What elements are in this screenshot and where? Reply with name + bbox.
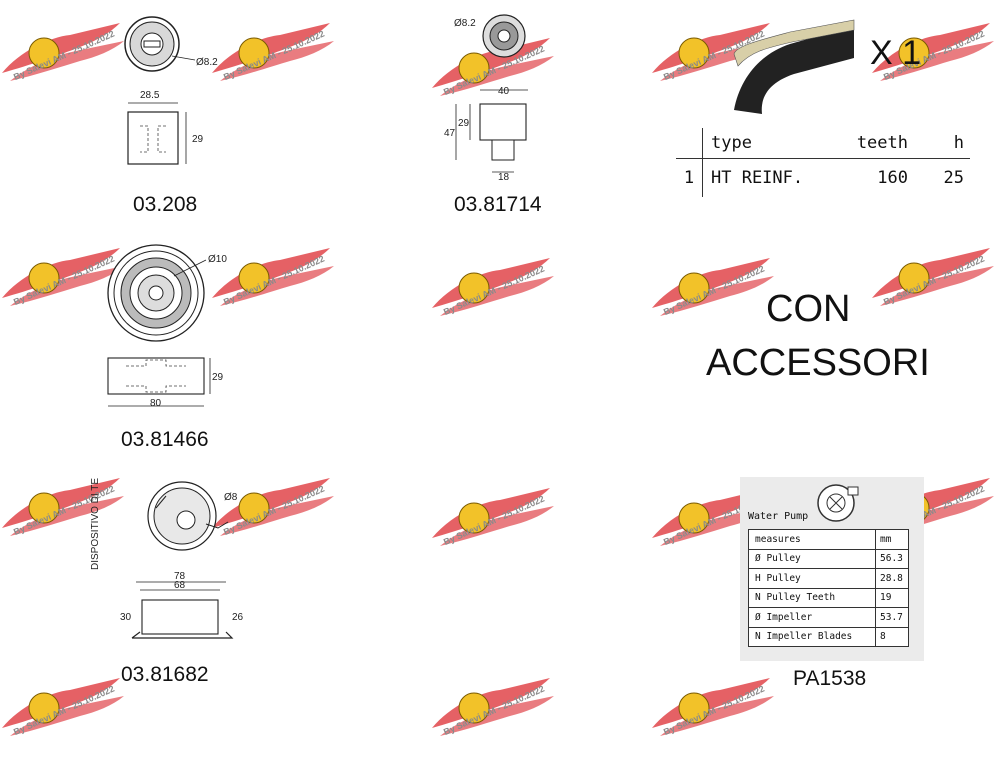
part-03816-hright-label: 26 — [232, 612, 244, 623]
part-03817-hsmall-label: 29 — [458, 118, 470, 129]
part-03208-diameter-label: Ø8.2 — [196, 57, 218, 68]
belt-col-teeth: teeth — [828, 128, 914, 159]
wp-row-label: H Pulley — [748, 568, 876, 589]
belt-row-idx: 1 — [676, 158, 703, 197]
belt-quantity: X 1 — [870, 34, 922, 72]
wp-row-value: 28.8 — [875, 568, 909, 589]
wp-row-label: Ø Pulley — [748, 548, 876, 569]
part-code-03816: 03.81682 — [121, 663, 209, 686]
part-03814-height-label: 29 — [212, 372, 224, 383]
part-03814-drawing: Ø10 29 80 — [107, 244, 227, 409]
wp-header-unit: mm — [875, 529, 909, 550]
accessories-note: CON ACCESSORI — [706, 282, 946, 390]
watermark-text: By Salevi AM - 25.10.2022 — [662, 683, 766, 738]
water-pump-title: Water Pump — [748, 511, 809, 522]
part-03817-side-view — [479, 103, 527, 141]
part-03816-diameter-label: Ø8 — [224, 492, 238, 503]
watermark-logo: By Salevi AM - 25.10.2022 — [650, 670, 800, 780]
wp-row-value: 8 — [875, 626, 909, 647]
winged-badge-icon — [432, 678, 554, 736]
wp-header-label: measures — [748, 529, 876, 550]
belt-col-idx — [676, 128, 703, 159]
part-03208-drawing: Ø8.2 28.5 29 — [124, 16, 218, 165]
table-row: measures mm — [748, 529, 909, 550]
winged-badge-icon — [2, 678, 124, 736]
part-03208-height-label: 29 — [192, 134, 204, 145]
part-03817-base-label: 18 — [498, 172, 510, 183]
table-row: 1 HT REINF. 160 25 — [676, 158, 970, 197]
watermark-text: By Salevi AM - 25.10.2022 — [442, 263, 546, 318]
water-pump-table: measures mm Ø Pulley 56.3 H Pulley 28.8 … — [748, 529, 909, 647]
watermark-text: By Salevi AM - 25.10.2022 — [442, 493, 546, 548]
part-03814-width-label: 80 — [150, 398, 162, 409]
belt-row-type: HT REINF. — [711, 168, 804, 188]
part-03816-side-view — [141, 599, 219, 635]
table-row: H Pulley 28.8 — [748, 568, 909, 589]
part-03816-wouter-label: 78 — [174, 571, 186, 582]
part-03817-width-label: 40 — [498, 86, 510, 97]
accessories-line1: CON — [766, 288, 851, 330]
part-03817-htotal-label: 47 — [444, 128, 456, 139]
wp-row-label: Ø Impeller — [748, 607, 876, 628]
table-row: Ø Pulley 56.3 — [748, 548, 909, 569]
wp-row-label: N Pulley Teeth — [748, 587, 876, 608]
water-pump-icon — [817, 484, 859, 522]
watermark-logo: By Salevi AM - 25.10.2022 — [430, 670, 580, 780]
part-03816-hleft-label: 30 — [120, 612, 132, 623]
part-03814-diameter-label: Ø10 — [208, 254, 227, 265]
accessories-line2: ACCESSORI — [706, 342, 930, 384]
winged-badge-icon — [432, 488, 554, 546]
part-code-pa1538: PA1538 — [793, 667, 867, 690]
table-row: N Pulley Teeth 19 — [748, 587, 909, 608]
part-03817-drawing: Ø8.2 40 29 47 18 — [444, 14, 528, 183]
table-row: Ø Impeller 53.7 — [748, 607, 909, 628]
belt-row-h: 25 — [943, 168, 964, 188]
part-03814-side-view — [107, 357, 205, 395]
wp-row-label: N Impeller Blades — [748, 626, 876, 647]
part-03816-winner-label: 68 — [174, 580, 186, 591]
part-03816-drawing: DISPOSITIVO DI TENSIONAMENTO AUTOMATICO … — [90, 478, 244, 639]
part-03208-side-view — [127, 111, 179, 165]
wp-row-value: 56.3 — [875, 548, 909, 569]
watermark-text: By Salevi AM - 25.10.2022 — [442, 683, 546, 738]
part-03816-note-label: DISPOSITIVO DI TENSIONAMENTO AUTOMATICO — [90, 478, 101, 570]
part-code-03814: 03.81466 — [121, 428, 209, 451]
belt-spec-table: type teeth h 1 HT REINF. 160 25 — [676, 128, 970, 197]
part-code-03208: 03.208 — [133, 193, 198, 216]
watermark-logo: By Salevi AM - 25.10.2022 — [430, 480, 580, 590]
part-code-03817: 03.81714 — [454, 193, 542, 216]
wp-row-value: 19 — [875, 587, 909, 608]
part-03817-diameter-label: Ø8.2 — [454, 18, 476, 29]
timing-belt-image — [733, 19, 855, 114]
belt-col-h: h — [914, 128, 970, 159]
winged-badge-icon — [432, 258, 554, 316]
winged-badge-icon — [652, 678, 774, 736]
part-03208-width-label: 28.5 — [140, 90, 160, 101]
table-row: N Impeller Blades 8 — [748, 626, 909, 647]
watermark-logo: By Salevi AM - 25.10.2022 — [430, 250, 580, 360]
wp-row-value: 53.7 — [875, 607, 909, 628]
belt-row-teeth: 160 — [877, 168, 908, 188]
belt-col-type: type — [702, 128, 828, 159]
water-pump-panel: Water Pump measures mm Ø Pulley 56.3 H P… — [740, 477, 924, 661]
watermark-text: By Salevi AM - 25.10.2022 — [12, 683, 116, 738]
